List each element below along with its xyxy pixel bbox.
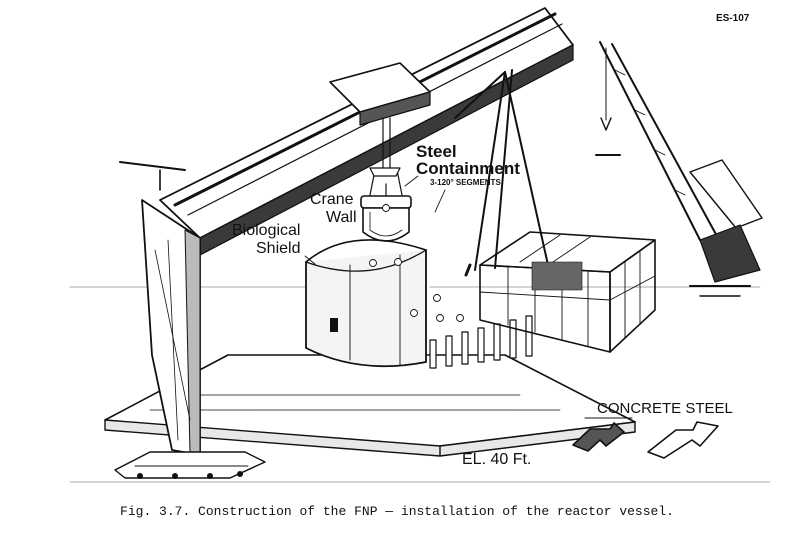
hoist-and-reactor-vessel <box>360 117 412 242</box>
label-biological-shield: Biological <box>232 222 301 239</box>
label-steel-containment: Steel <box>416 142 457 161</box>
label-biological-shield-line2: Shield <box>256 240 301 257</box>
figure-code: ES-107 <box>716 13 750 24</box>
biological-shield <box>305 204 464 368</box>
label-steel-containment-line2: Containment <box>416 159 520 178</box>
legend-arrows <box>572 417 719 459</box>
gantry-crane <box>114 7 574 479</box>
deck-posts <box>429 315 533 369</box>
label-concrete-steel: CONCRETE STEEL <box>597 400 733 417</box>
tower-crane <box>595 41 763 297</box>
figure-caption: Fig. 3.7. Construction of the FNP — inst… <box>120 504 674 519</box>
label-leaders <box>304 175 446 265</box>
construction-platform <box>104 354 636 457</box>
label-crane-wall: Crane <box>310 191 354 208</box>
steel-frame-module <box>479 231 656 353</box>
label-elevation: EL. 40 Ft. <box>462 451 532 468</box>
label-segments: 3-120° SEGMENTS <box>430 178 501 187</box>
label-crane-wall-line2: Wall <box>326 209 357 226</box>
